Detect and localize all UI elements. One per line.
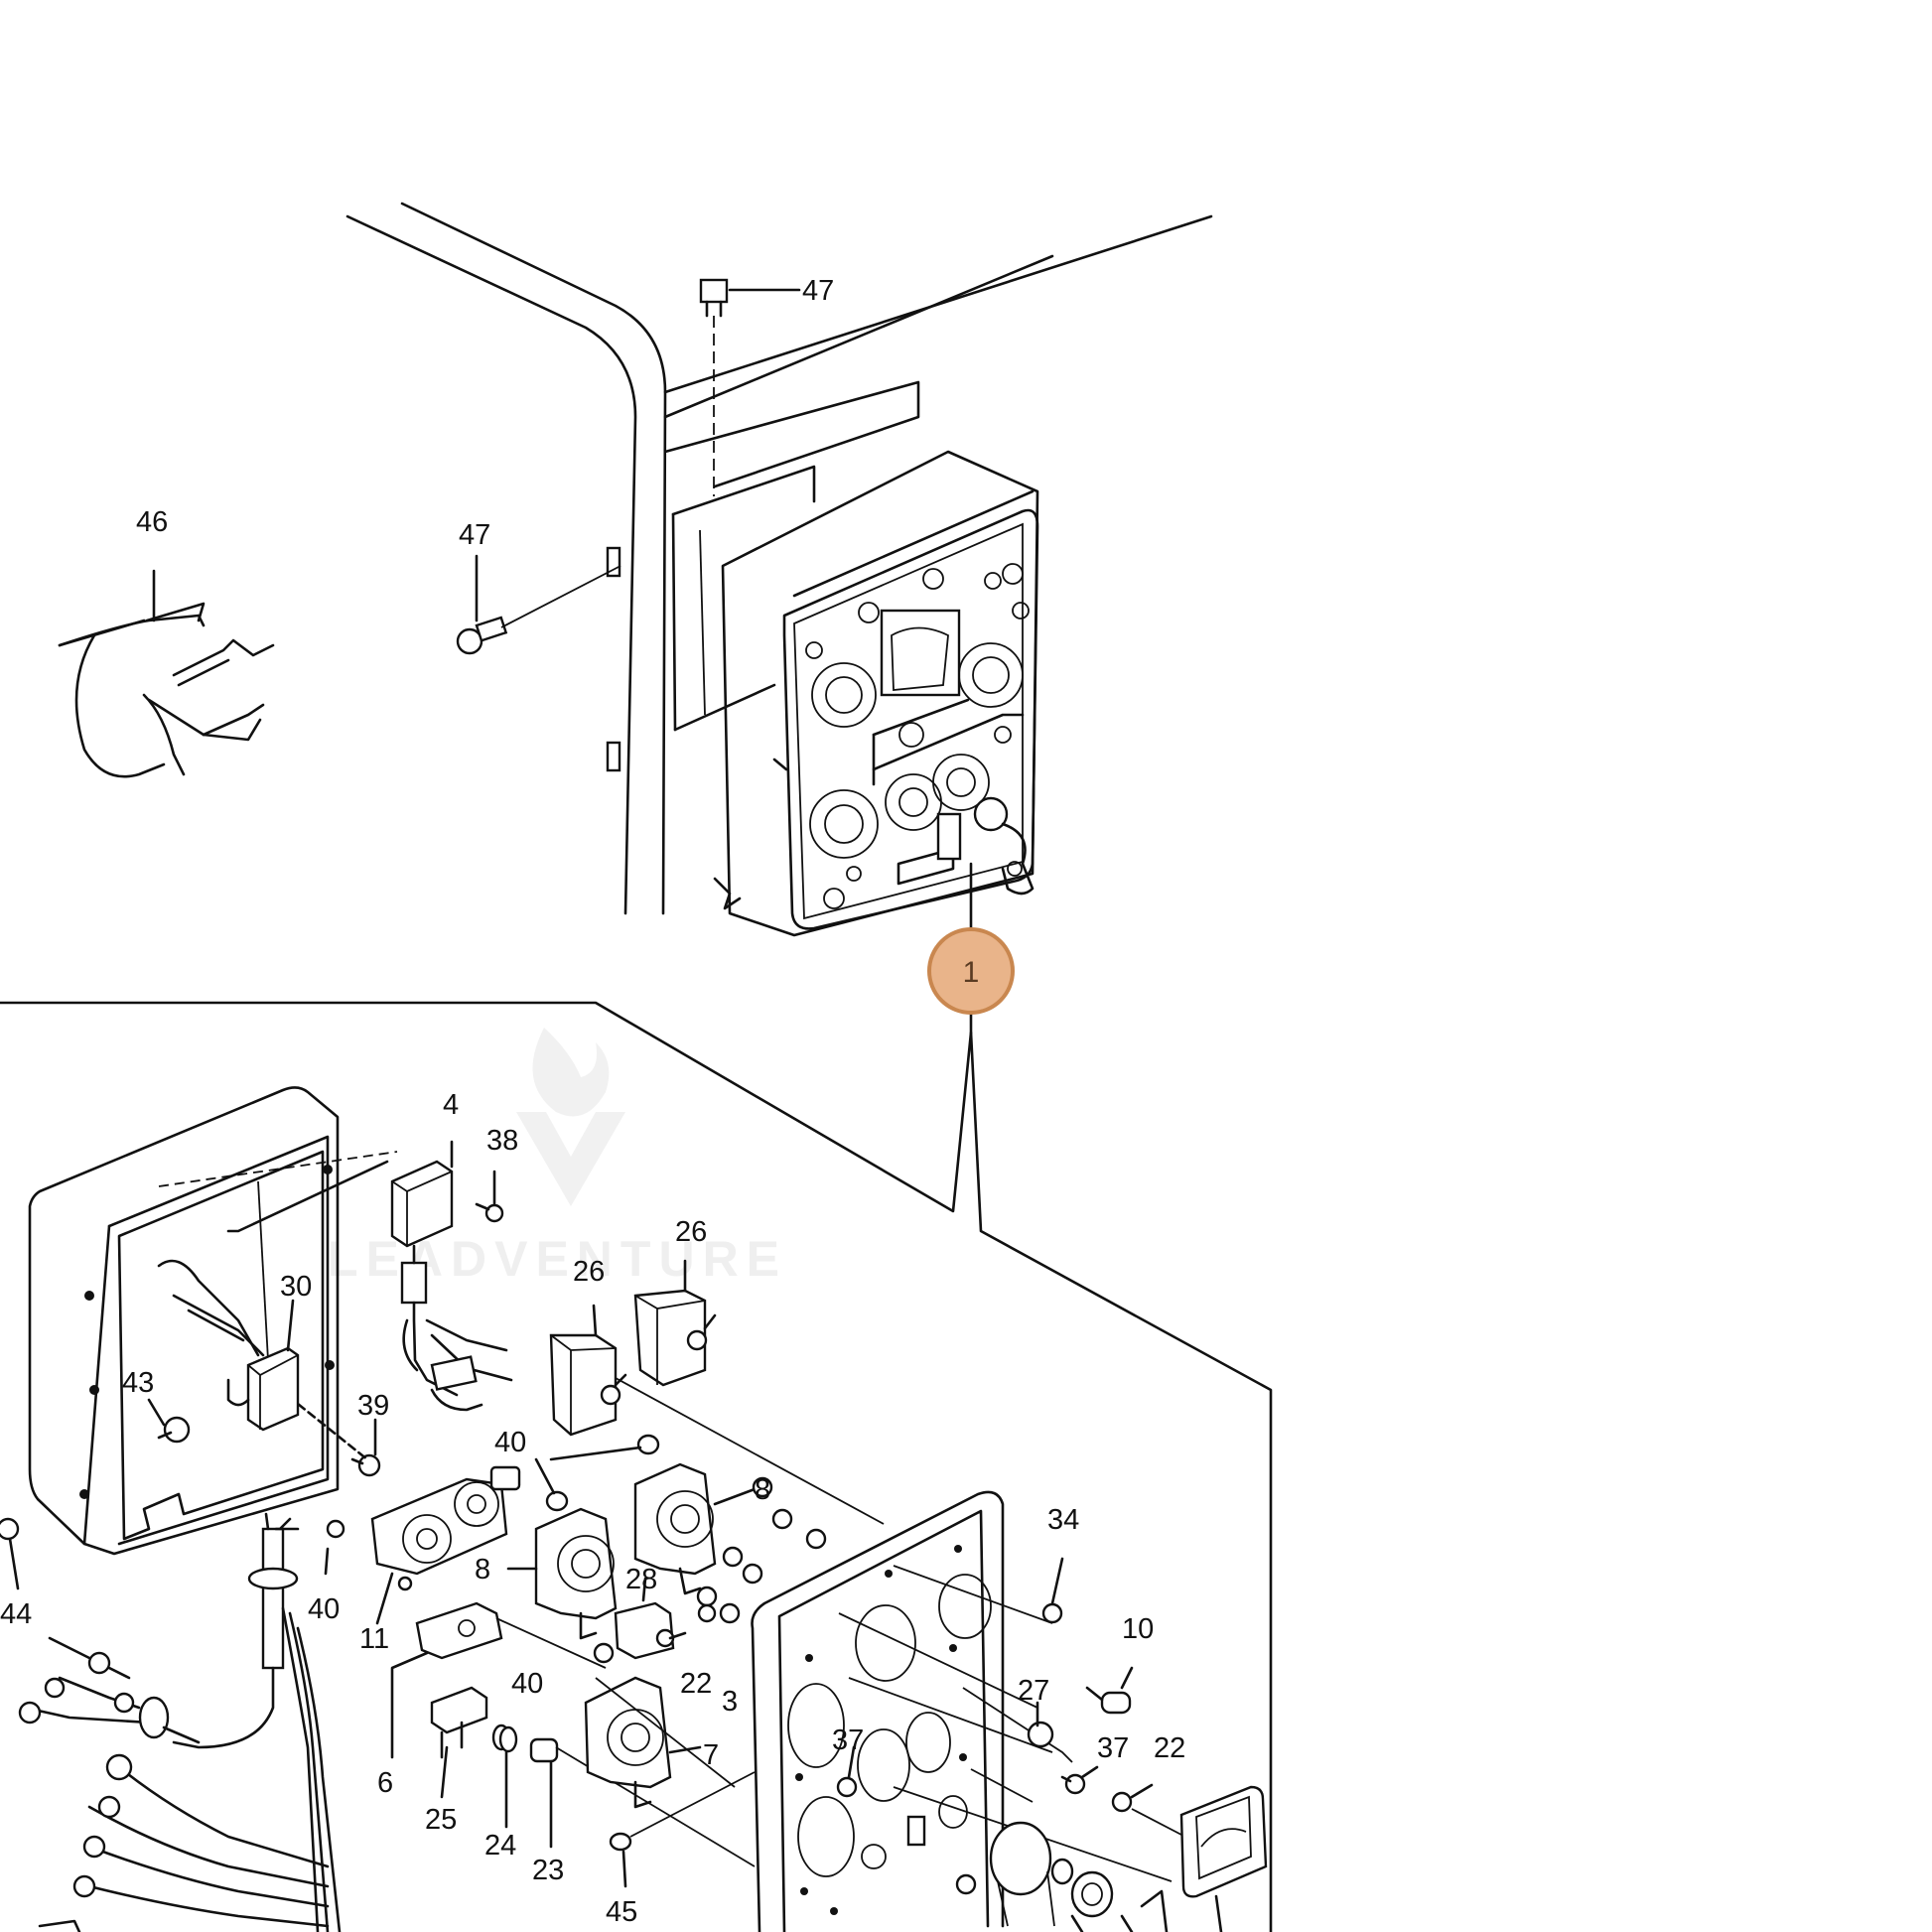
callout-1-badge[interactable] — [927, 927, 1015, 1015]
part-4-relay — [390, 1140, 513, 1412]
callout-8-right[interactable]: 8 — [755, 1474, 770, 1506]
callout-44[interactable]: 44 — [0, 1598, 32, 1630]
callout-30[interactable]: 30 — [280, 1271, 312, 1303]
callout-25[interactable]: 25 — [425, 1804, 457, 1836]
part-7-outlet — [584, 1676, 736, 1809]
callout-39[interactable]: 39 — [357, 1390, 389, 1422]
callout-37-left[interactable]: 37 — [832, 1725, 864, 1756]
small-screws — [0, 1170, 504, 1590]
callout-8-left[interactable]: 8 — [475, 1554, 490, 1586]
callout-28[interactable]: 28 — [625, 1564, 657, 1595]
callout-26-right[interactable]: 26 — [675, 1216, 707, 1248]
callout-46[interactable]: 46 — [136, 506, 168, 538]
panel-screws — [836, 1557, 1134, 1895]
part-26-breakers — [549, 1259, 885, 1525]
callout-47-top[interactable]: 47 — [802, 275, 834, 307]
callout-26-left[interactable]: 26 — [573, 1256, 605, 1288]
callout-47-left[interactable]: 47 — [459, 519, 490, 551]
callout-40-low[interactable]: 40 — [511, 1668, 543, 1700]
callout-37-right[interactable]: 37 — [1097, 1732, 1129, 1764]
part-30-component — [157, 1259, 300, 1432]
callout-38[interactable]: 38 — [486, 1125, 518, 1157]
wire-harness — [18, 1512, 342, 1932]
part-45-screw — [609, 1771, 756, 1888]
part-22-meter — [1111, 1783, 1268, 1932]
part-47-screw-top — [699, 278, 801, 496]
watermark: LEADVENTURE — [328, 1028, 779, 1287]
callout-34[interactable]: 34 — [1047, 1504, 1079, 1536]
part-46-charging-cable — [58, 569, 275, 778]
callout-22-right[interactable]: 22 — [1154, 1732, 1185, 1764]
callout-3[interactable]: 3 — [722, 1686, 738, 1718]
part-8-outlets — [506, 1462, 757, 1640]
part-47-screw-left — [456, 554, 621, 655]
part-28-toggle-switch — [614, 1577, 687, 1660]
callout-45[interactable]: 45 — [606, 1896, 637, 1928]
callout-40-mid[interactable]: 40 — [308, 1593, 340, 1625]
part-6-receptacle — [390, 1601, 607, 1759]
callout-10[interactable]: 10 — [1122, 1613, 1154, 1645]
rear-box-housing — [28, 1086, 398, 1556]
ignition-switch-key — [989, 1821, 1169, 1932]
callout-43[interactable]: 43 — [122, 1367, 154, 1399]
part-11-receptacle — [324, 1465, 521, 1625]
callout-22-left[interactable]: 22 — [680, 1668, 712, 1700]
callout-1-leader — [0, 862, 1273, 1932]
callout-6[interactable]: 6 — [377, 1767, 393, 1799]
callout-24[interactable]: 24 — [484, 1830, 516, 1862]
control-box-assembly — [713, 450, 1039, 937]
callout-11[interactable]: 11 — [359, 1623, 389, 1655]
callout-23[interactable]: 23 — [532, 1855, 564, 1886]
callout-7[interactable]: 7 — [703, 1739, 719, 1771]
callout-labels: 47 47 46 4 38 26 26 30 43 39 40 8 8 28 4… — [0, 275, 1185, 1928]
callout-1-label: 1 — [963, 956, 980, 989]
parts-25-24-23 — [430, 1686, 756, 1867]
callout-27[interactable]: 27 — [1018, 1675, 1049, 1707]
front-panel — [751, 1490, 1173, 1932]
callout-40-top[interactable]: 40 — [494, 1427, 526, 1458]
nuts — [534, 1434, 827, 1664]
callout-1-highlight[interactable]: 1 — [927, 927, 1015, 1015]
callout-4[interactable]: 4 — [443, 1089, 459, 1121]
